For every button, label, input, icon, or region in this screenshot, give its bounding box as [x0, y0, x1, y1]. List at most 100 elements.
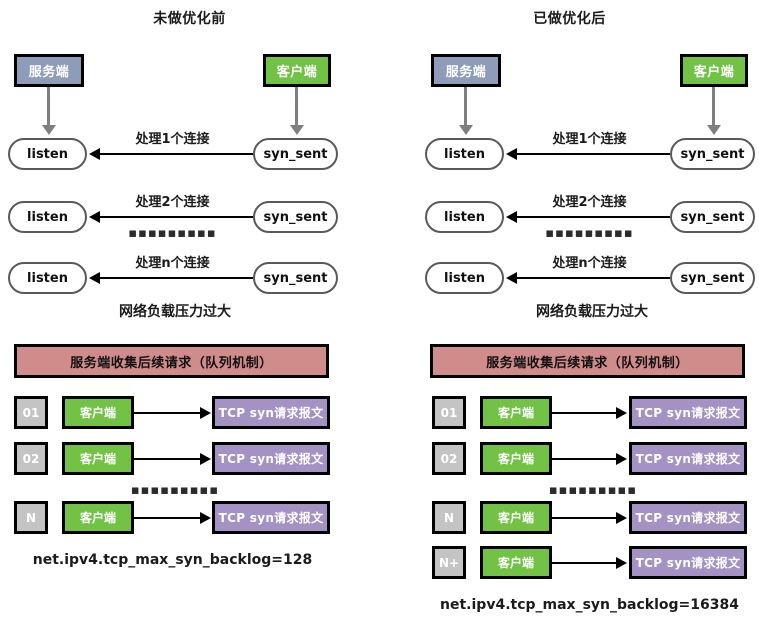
backlog-label-after: net.ipv4.tcp_max_syn_backlog=16384 [440, 597, 739, 613]
flow-arrowhead-after-1 [506, 148, 517, 160]
queue-index-after-2: 02 [432, 442, 466, 475]
server-node-before: 服务端 [14, 54, 84, 87]
flow-line-after-1 [517, 153, 670, 155]
listen-pill-before-1: listen [8, 138, 87, 170]
queue-client-label: 客户端 [497, 406, 534, 420]
queue-arrowhead-before-2 [200, 453, 211, 465]
client-node-before: 客户端 [263, 54, 331, 87]
queue-line-after-3 [552, 517, 618, 519]
listen-pill-before-3: listen [8, 262, 87, 294]
syn-sent-pill-before-3: syn_sent [253, 262, 338, 294]
panel-title-before: 未做优化前 [153, 11, 226, 27]
queue-arrowhead-before-3 [200, 512, 211, 524]
queue-index-label: N+ [438, 555, 460, 570]
queue-line-before-3 [134, 517, 202, 519]
queue-line-after-2 [552, 458, 618, 460]
server-node-label: 服务端 [28, 65, 70, 80]
client-down-arrowhead-before [290, 125, 304, 135]
queue-line-after-1 [552, 412, 618, 414]
flow-arrowhead-before-3 [89, 272, 100, 284]
flow-arrowhead-before-2 [89, 211, 100, 223]
listen-pill-label: listen [27, 146, 68, 162]
queue-packet-after-4: TCP syn请求报文 [629, 546, 747, 579]
listen-pill-label: listen [27, 209, 68, 225]
queue-header-label: 服务端收集后续请求（队列机制） [70, 355, 273, 371]
queue-index-after-1: 01 [432, 396, 466, 429]
listen-pill-before-2: listen [8, 201, 87, 233]
listen-pill-label: listen [444, 146, 485, 162]
syn-sent-pill-after-3: syn_sent [670, 262, 755, 294]
syn-sent-pill-label: syn_sent [680, 209, 745, 225]
panel-title-after: 已做优化后 [533, 11, 606, 27]
syn-sent-pill-label: syn_sent [680, 146, 745, 162]
panel-after-optimization: 已做优化后 服务端 客户端 listen syn_sent 处理1个连接 lis… [380, 0, 759, 619]
queue-index-label: N [25, 510, 37, 525]
queue-packet-label: TCP syn请求报文 [635, 511, 741, 525]
queue-line-before-1 [134, 412, 202, 414]
flow-label-after-1: 处理1个连接 [552, 132, 627, 147]
queue-client-label: 客户端 [497, 556, 534, 570]
flow-label-after-2: 处理2个连接 [552, 195, 627, 210]
queue-client-label: 客户端 [79, 511, 116, 525]
syn-sent-pill-label: syn_sent [263, 209, 328, 225]
flow-line-before-3 [100, 277, 253, 279]
server-down-connector-after [464, 87, 467, 126]
syn-sent-pill-before-1: syn_sent [253, 138, 338, 170]
syn-sent-pill-label: syn_sent [263, 146, 328, 162]
queue-packet-label: TCP syn请求报文 [218, 406, 324, 420]
queue-index-label: N [443, 510, 455, 525]
queue-packet-label: TCP syn请求报文 [218, 511, 324, 525]
syn-sent-pill-after-2: syn_sent [670, 201, 755, 233]
queue-index-after-4: N+ [432, 546, 466, 579]
listen-pill-after-3: listen [425, 262, 504, 294]
client-down-arrowhead-after [707, 125, 721, 135]
client-down-connector-after [712, 87, 715, 126]
syn-sent-pill-label: syn_sent [680, 270, 745, 286]
queue-ellipsis-after: ▪▪▪▪▪▪▪▪▪ [548, 483, 638, 498]
queue-client-after-1: 客户端 [480, 396, 552, 429]
panel-before-optimization: 未做优化前 服务端 客户端 listen syn_sent 处理1个连接 lis… [0, 0, 379, 619]
flow-ellipsis-before: ▪▪▪▪▪▪▪▪▪ [128, 226, 217, 241]
queue-index-after-3: N [432, 501, 466, 534]
queue-packet-label: TCP syn请求报文 [218, 452, 324, 466]
flow-line-after-2 [517, 216, 670, 218]
queue-client-label: 客户端 [79, 452, 116, 466]
queue-packet-label: TCP syn请求报文 [635, 406, 741, 420]
queue-packet-before-2: TCP syn请求报文 [212, 442, 330, 475]
queue-arrowhead-after-1 [616, 407, 627, 419]
queue-client-before-3: 客户端 [62, 501, 134, 534]
queue-arrowhead-after-3 [616, 512, 627, 524]
server-node-after: 服务端 [431, 54, 501, 87]
syn-sent-pill-after-1: syn_sent [670, 138, 755, 170]
queue-line-before-2 [134, 458, 202, 460]
queue-client-before-2: 客户端 [62, 442, 134, 475]
queue-client-label: 客户端 [79, 406, 116, 420]
queue-index-label: 02 [440, 451, 458, 466]
server-down-arrowhead-before [42, 125, 56, 135]
flow-arrowhead-before-1 [89, 148, 100, 160]
client-node-after: 客户端 [680, 54, 748, 87]
queue-packet-after-1: TCP syn请求报文 [629, 396, 747, 429]
queue-index-before-1: 01 [14, 396, 48, 429]
queue-packet-before-3: TCP syn请求报文 [212, 501, 330, 534]
queue-index-before-2: 02 [14, 442, 48, 475]
queue-index-label: 02 [22, 451, 40, 466]
pressure-label-before: 网络负载压力过大 [119, 304, 231, 320]
listen-pill-after-2: listen [425, 201, 504, 233]
flow-line-before-2 [100, 216, 253, 218]
server-down-connector-before [47, 87, 50, 126]
listen-pill-label: listen [444, 270, 485, 286]
backlog-label-before: net.ipv4.tcp_max_syn_backlog=128 [32, 552, 313, 568]
client-node-label: 客户端 [276, 65, 318, 80]
pressure-label-after: 网络负载压力过大 [536, 304, 648, 320]
listen-pill-after-1: listen [425, 138, 504, 170]
queue-client-before-1: 客户端 [62, 396, 134, 429]
queue-header-before: 服务端收集后续请求（队列机制） [14, 344, 329, 378]
queue-client-label: 客户端 [497, 452, 534, 466]
queue-client-after-2: 客户端 [480, 442, 552, 475]
queue-packet-label: TCP syn请求报文 [635, 556, 741, 570]
queue-header-label: 服务端收集后续请求（队列机制） [486, 355, 689, 371]
queue-client-label: 客户端 [497, 511, 534, 525]
queue-client-after-4: 客户端 [480, 546, 552, 579]
queue-arrowhead-after-2 [616, 453, 627, 465]
